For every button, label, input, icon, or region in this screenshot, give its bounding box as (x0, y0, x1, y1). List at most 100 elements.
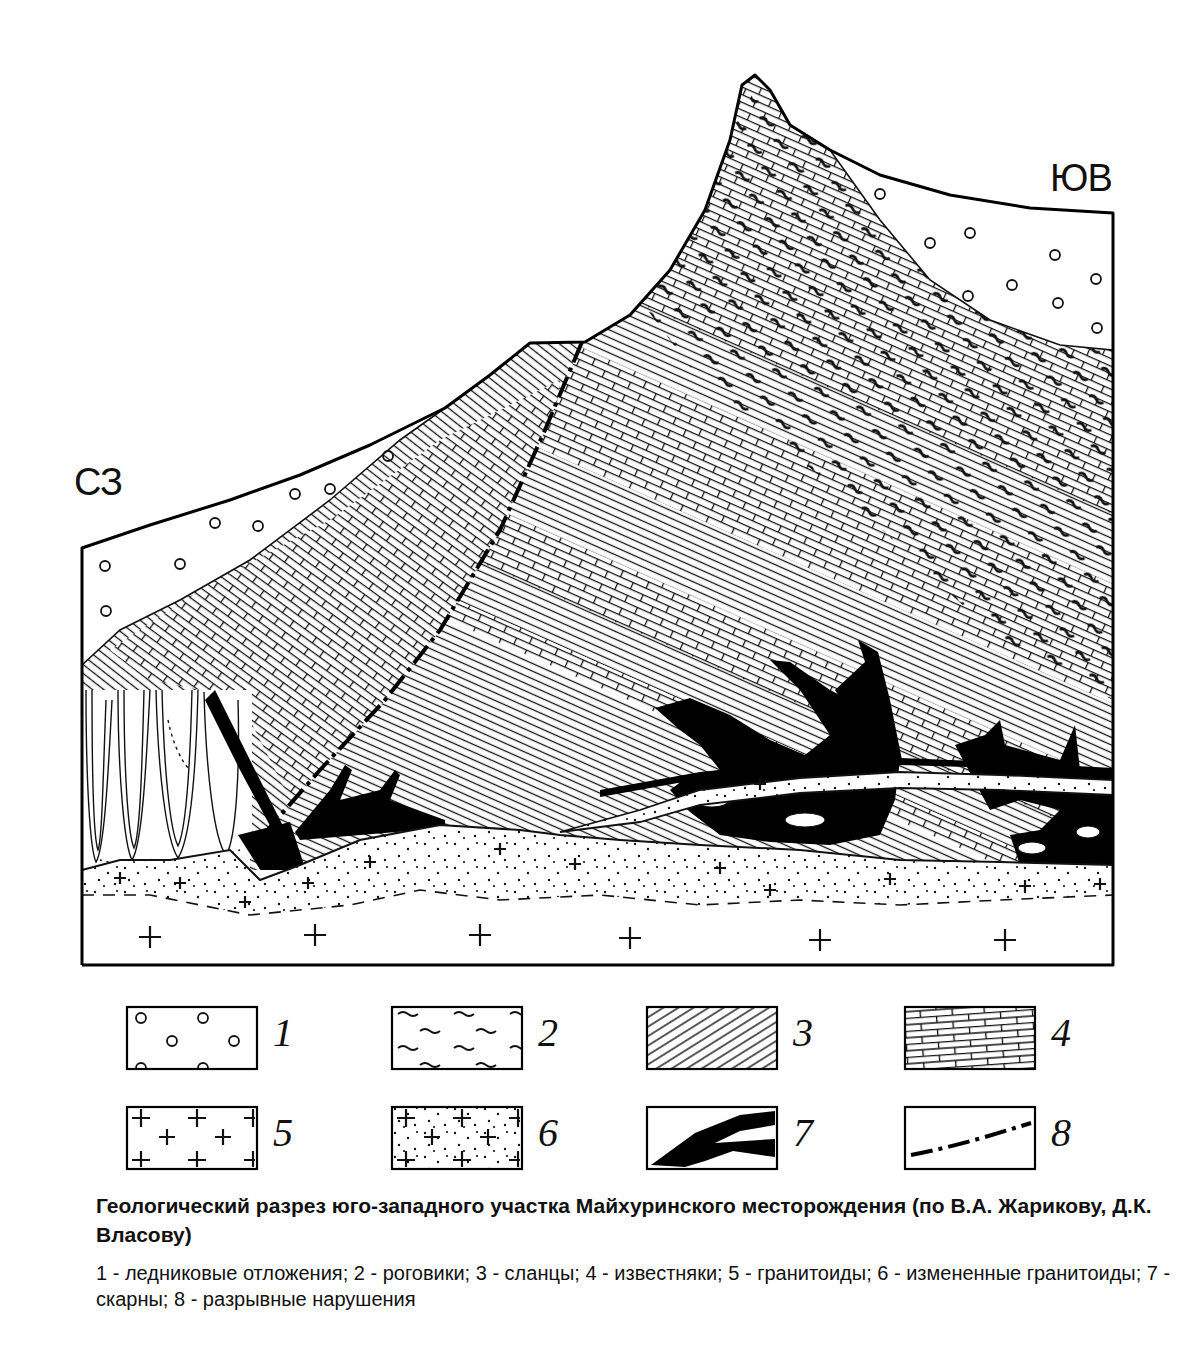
legend-item: 6 (390, 1105, 590, 1171)
alteration-boundary (82, 890, 1113, 915)
legend-item: 2 (390, 1005, 590, 1071)
figure-title: Геологический разрез юго-западного участ… (96, 1192, 1176, 1250)
drawing-part (963, 291, 973, 301)
granitoid-plus-signs (114, 778, 1106, 951)
drawing-part (1019, 880, 1031, 892)
drawing-part (619, 927, 641, 949)
glacial-deposits (790, 125, 1113, 350)
legend-item: 3 (645, 1005, 845, 1071)
drawing-part (494, 843, 506, 855)
drawing-part (139, 926, 161, 948)
drawing-part (569, 858, 581, 870)
drawing-part (1018, 842, 1046, 854)
drawing-part (290, 489, 300, 499)
legend-swatch (125, 1005, 259, 1071)
drawing-part (124, 690, 144, 848)
drawing-part (1007, 280, 1017, 290)
granitoid-apophysis (560, 772, 1113, 832)
glacial-pebbles (100, 189, 1102, 616)
drawing-part (1091, 274, 1101, 284)
legend-item: 7 (645, 1105, 845, 1171)
swatch-box (905, 1007, 1035, 1069)
legend-item: 4 (903, 1005, 1103, 1071)
legend-swatch (645, 1005, 779, 1071)
legend-swatch (645, 1105, 779, 1171)
drawing-part (118, 690, 150, 860)
swatch-box (647, 1007, 777, 1069)
legend-number: 1 (273, 1011, 293, 1055)
swatch-box (392, 1107, 522, 1169)
drawing-part (364, 856, 376, 868)
drawing-part (174, 877, 186, 889)
legend-swatch (390, 1005, 524, 1071)
drawing-part (205, 690, 285, 835)
section-frame (82, 75, 1113, 965)
drawing-part (809, 929, 831, 951)
drawing-part (156, 690, 198, 858)
drawing-part (1050, 250, 1060, 260)
drawing-part (764, 884, 776, 896)
drawing-part (253, 521, 263, 531)
altered-granitoid (82, 825, 1113, 915)
swatch-box (905, 1107, 1035, 1169)
drawing-part (383, 451, 393, 461)
legend-number: 7 (793, 1111, 813, 1155)
swatch-box (127, 1107, 257, 1169)
swatch-box (647, 1107, 777, 1169)
drawing-part (168, 720, 190, 770)
swatch-box (127, 1007, 257, 1069)
drawing-part (785, 813, 825, 827)
drawing-part (835, 640, 902, 762)
drawing-part (925, 238, 935, 248)
legend-swatch (903, 1105, 1037, 1171)
legend-number: 4 (1051, 1011, 1071, 1055)
drawing-part (175, 559, 185, 569)
legend-number: 2 (538, 1011, 558, 1055)
legend-number: 8 (1051, 1111, 1071, 1155)
drawing-part (754, 778, 766, 790)
figure-caption-holder: 1 - ледниковые отложения; 2 - роговики; … (96, 1260, 1176, 1313)
drawing-part (875, 189, 885, 199)
skarn-inclusions (695, 793, 1100, 854)
direction-label-holder: СЗ (74, 462, 122, 504)
drawing-part (325, 484, 335, 494)
legend-swatch (390, 1105, 524, 1171)
legend-item: 5 (125, 1105, 325, 1171)
legend-number: 3 (793, 1011, 813, 1055)
drawing-part (162, 690, 192, 846)
drawing-part (1076, 826, 1100, 838)
intrusive-contact (82, 825, 1113, 880)
fault-sample (911, 1123, 1031, 1155)
drawing-part (965, 228, 975, 238)
drawing-part (1092, 323, 1102, 333)
legend-swatch (125, 1105, 259, 1171)
legend-item: 8 (903, 1105, 1103, 1171)
drawing-part (714, 862, 726, 874)
drawing-part (100, 561, 110, 571)
drawing-part (101, 606, 111, 616)
drawing-part (1053, 298, 1063, 308)
drawing-part (114, 872, 126, 884)
drawing-part (92, 690, 106, 850)
skarn-sample (651, 1111, 775, 1167)
drawing-part (210, 518, 220, 528)
fault-line (250, 342, 582, 850)
drawing-part (304, 924, 326, 946)
swatch-box (392, 1007, 522, 1069)
drawing-part (86, 690, 112, 862)
glacial-deposits (82, 408, 445, 665)
legend-number: 6 (538, 1111, 558, 1155)
drawing-part (994, 929, 1016, 951)
drawing-part (239, 896, 251, 908)
drawing-part (302, 877, 314, 889)
drawing-part (884, 873, 896, 885)
figure-title-holder: Геологический разрез юго-западного участ… (96, 1192, 1176, 1250)
direction-label: СЗ (74, 462, 122, 504)
granitoid-sample (129, 1109, 255, 1167)
figure-caption: 1 - ледниковые отложения; 2 - роговики; … (96, 1260, 1176, 1313)
legend-swatch (903, 1005, 1037, 1071)
direction-label-holder: ЮВ (1050, 158, 1112, 200)
